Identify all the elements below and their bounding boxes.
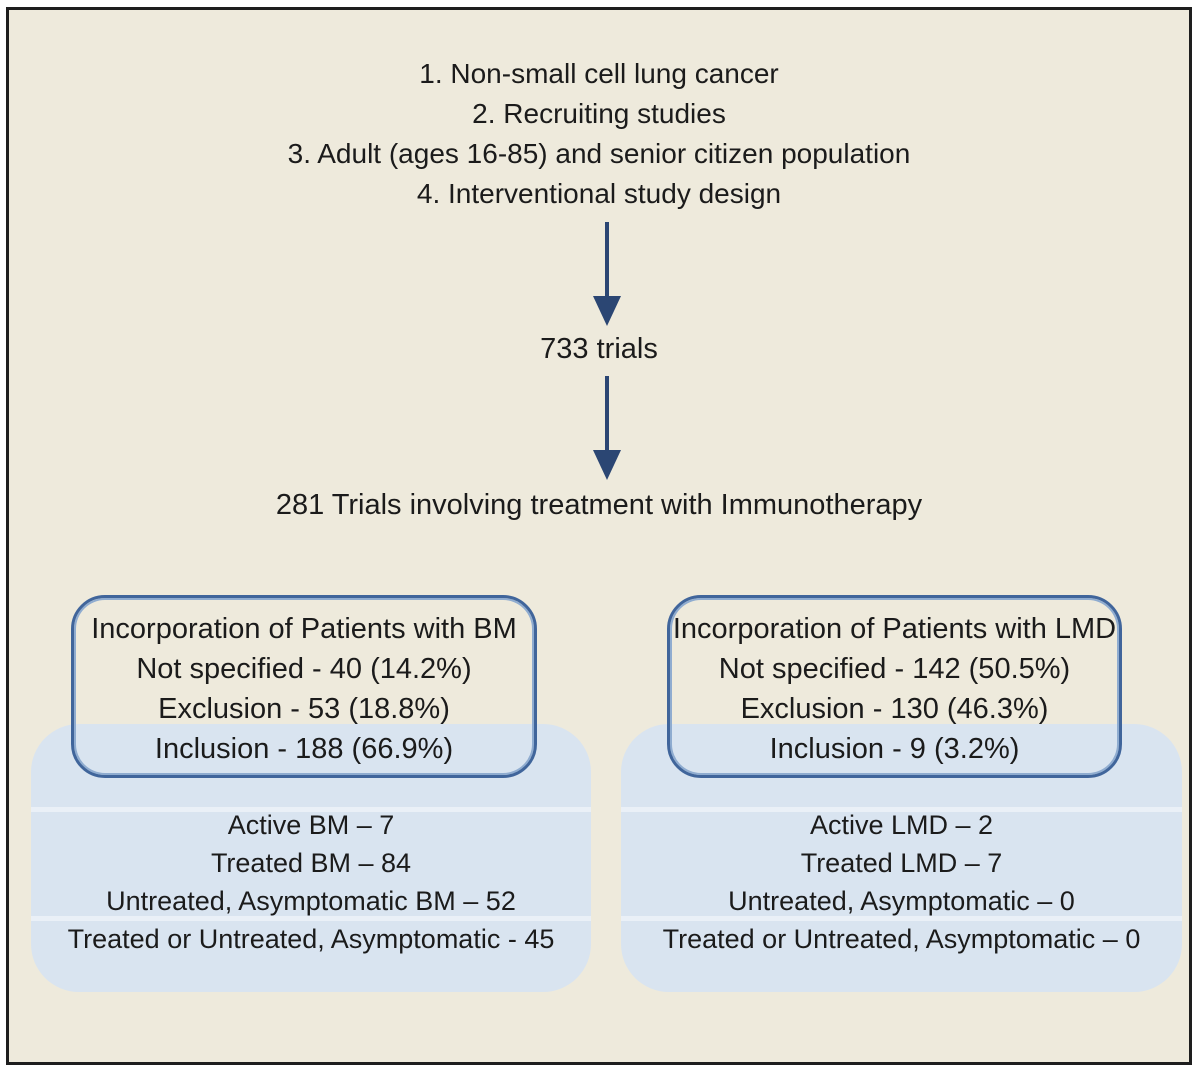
eligibility-criteria-list: 1. Non-small cell lung cancer 2. Recruit… (9, 54, 1189, 214)
lmd-untreated-asymptomatic: Untreated, Asymptomatic – 0 (728, 886, 1075, 916)
flowchart-frame: 1. Non-small cell lung cancer 2. Recruit… (6, 7, 1192, 1065)
down-arrow-icon (593, 222, 621, 326)
lmd-inclusion: Inclusion - 9 (3.2%) (769, 733, 1020, 765)
lmd-exclusion: Exclusion - 130 (46.3%) (740, 693, 1049, 725)
down-arrow-icon (593, 376, 621, 480)
bm-untreated-asymptomatic: Untreated, Asymptomatic BM – 52 (106, 886, 516, 916)
bm-subgroup-list: Active BM – 7 Treated BM – 84 Untreated,… (31, 806, 591, 958)
trials-count-label: 733 trials (540, 333, 658, 365)
bm-not-specified: Not specified - 40 (14.2%) (136, 653, 472, 685)
bm-subgroup-panel (31, 724, 591, 992)
bm-treated: Treated BM – 84 (210, 848, 412, 878)
bm-box-title: Incorporation of Patients with BM (91, 613, 517, 645)
panel-seam (621, 807, 1182, 812)
lmd-not-specified: Not specified - 142 (50.5%) (718, 653, 1071, 685)
immunotherapy-trials-label: 281 Trials involving treatment with Immu… (275, 489, 923, 521)
lmd-subgroup-list: Active LMD – 2 Treated LMD – 7 Untreated… (621, 806, 1182, 958)
lmd-treated: Treated LMD – 7 (800, 848, 1003, 878)
bm-treated-or-untreated: Treated or Untreated, Asymptomatic - 45 (67, 924, 555, 954)
bm-active: Active BM – 7 (227, 810, 395, 840)
criteria-item-1: 1. Non-small cell lung cancer (419, 58, 779, 89)
lmd-treated-or-untreated: Treated or Untreated, Asymptomatic – 0 (662, 924, 1141, 954)
bm-incorporation-box: Incorporation of Patients with BM Not sp… (71, 595, 537, 778)
bm-inclusion: Inclusion - 188 (66.9%) (154, 733, 454, 765)
lmd-active: Active LMD – 2 (809, 810, 994, 840)
panel-seam (31, 807, 591, 812)
lmd-box-title: Incorporation of Patients with LMD (672, 613, 1117, 645)
criteria-item-3: 3. Adult (ages 16-85) and senior citizen… (287, 138, 911, 169)
criteria-item-4: 4. Interventional study design (416, 178, 782, 209)
bm-exclusion: Exclusion - 53 (18.8%) (158, 693, 450, 725)
panel-seam (621, 916, 1182, 921)
panel-seam (31, 916, 591, 921)
lmd-incorporation-box: Incorporation of Patients with LMD Not s… (667, 595, 1122, 778)
criteria-item-2: 2. Recruiting studies (472, 98, 726, 129)
